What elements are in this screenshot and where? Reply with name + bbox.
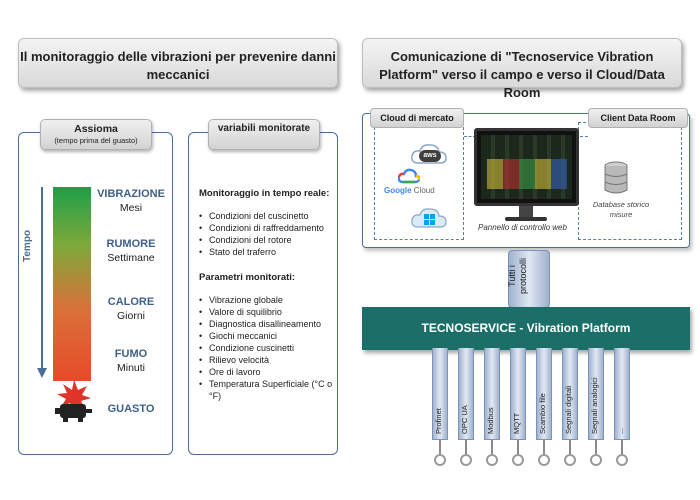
vibration-platform-bar: TECNOSERVICE - Vibration Platform <box>362 307 690 350</box>
protocol-modbus: Modbus <box>484 348 500 466</box>
cloud-market-tab: Cloud di mercato <box>370 108 464 128</box>
banner-right-text: Comunicazione di "Tecnoservice Vibration… <box>379 49 665 100</box>
protocol-profinet: Profinet <box>432 348 448 466</box>
stage-name: GUASTO <box>107 403 155 415</box>
axiom-subtitle: (tempo prima del guasto) <box>54 136 138 145</box>
monitor-stand-base <box>505 217 547 221</box>
realtime-heading: Monitoraggio in tempo reale: <box>199 188 330 199</box>
list-item: Ore di lavoro <box>199 366 339 378</box>
risk-gradient-bar <box>53 187 91 381</box>
monitor-stand <box>519 206 533 218</box>
protocol-label: OPC UA <box>460 405 469 434</box>
stage-name: VIBRAZIONE <box>97 188 165 200</box>
stage-name: RUMORE <box>106 238 156 250</box>
realtime-list: Condizioni del cuscinetto Condizioni di … <box>199 210 339 258</box>
dashed-connector <box>464 136 476 137</box>
aws-label: aws <box>419 150 441 162</box>
broken-motor-icon <box>55 380 92 422</box>
protocol-endpoint <box>486 454 498 466</box>
banner-platform-communication: Comunicazione di "Tecnoservice Vibration… <box>362 38 682 100</box>
stage-time: Minuti <box>116 362 145 374</box>
google-cloud-icon <box>398 168 420 184</box>
client-dataroom-tab: Client Data Room <box>588 108 688 128</box>
protocol-endpoint <box>590 454 602 466</box>
protocol-label: Segnali analogici <box>590 377 599 434</box>
list-item: Condizioni del cuscinetto <box>199 210 339 222</box>
protocol-file-exchange: Scambio file <box>536 348 552 466</box>
stage-heat: CALORE Giorni <box>95 296 167 322</box>
protocol-more: ... <box>614 348 630 466</box>
web-dashboard-monitor <box>474 128 579 206</box>
platform-label: TECNOSERVICE - Vibration Platform <box>421 321 631 335</box>
stage-name: FUMO <box>114 348 148 360</box>
protocol-endpoint <box>564 454 576 466</box>
list-item: Stato del traferro <box>199 246 339 258</box>
time-arrow-head <box>37 368 47 378</box>
banner-left-text: Il monitoraggio delle vibrazioni per pre… <box>20 49 336 82</box>
stage-name: CALORE <box>107 296 155 308</box>
azure-cloud-icon <box>411 208 447 228</box>
protocol-endpoint <box>434 454 446 466</box>
protocol-endpoint <box>512 454 524 466</box>
protocol-label: Segnali digitali <box>564 385 573 434</box>
protocol-digital-signals: Segnali digitali <box>562 348 578 466</box>
protocol-label: ... <box>616 427 625 434</box>
axiom-panel <box>18 132 173 455</box>
stage-time: Mesi <box>119 202 143 214</box>
list-item: Condizione cuscinetti <box>199 342 339 354</box>
time-arrow-line <box>41 187 43 370</box>
stage-noise: RUMORE Settimane <box>95 238 167 264</box>
protocol-opcua: OPC UA <box>458 348 474 466</box>
stage-failure: GUASTO <box>95 403 167 415</box>
list-item: Condizioni di raffreddamento <box>199 222 339 234</box>
list-item: Condizioni del rotore <box>199 234 339 246</box>
dashed-connector <box>580 136 588 137</box>
params-heading: Parametri monitorati: <box>199 272 296 283</box>
time-axis-label: Tempo <box>22 229 33 262</box>
protocol-label: Scambio file <box>538 393 547 434</box>
list-item: Vibrazione globale <box>199 294 339 306</box>
gcloud-suffix: Cloud <box>411 186 435 195</box>
cloud-datarooms-box <box>362 113 690 248</box>
stage-time: Giorni <box>116 310 145 322</box>
list-item: Rilievo velocità <box>199 354 339 366</box>
list-item: Giochi meccanici <box>199 330 339 342</box>
banner-vibration-monitoring: Il monitoraggio delle vibrazioni per pre… <box>18 38 338 88</box>
axiom-tab: Assioma (tempo prima del guasto) <box>40 119 152 150</box>
stage-smoke: FUMO Minuti <box>95 348 167 374</box>
protocol-label: MQTT <box>512 412 521 434</box>
stage-vibration: VIBRAZIONE Mesi <box>95 188 167 214</box>
protocol-endpoint <box>538 454 550 466</box>
variables-title: variabili monitorate <box>217 123 311 134</box>
all-protocols-label: Tutti i protocolli <box>507 257 528 295</box>
protocol-endpoint <box>616 454 628 466</box>
params-list: Vibrazione globale Valore di squilibrio … <box>199 294 339 402</box>
google-cloud-label: Google Cloud <box>384 186 435 195</box>
protocol-mqtt: MQTT <box>510 348 526 466</box>
variables-tab: variabili monitorate <box>208 119 320 150</box>
list-item: Valore di squilibrio <box>199 306 339 318</box>
database-icon <box>604 161 628 194</box>
axiom-title: Assioma <box>74 123 118 135</box>
protocol-label: Modbus <box>486 407 495 434</box>
list-item: Diagnostica disallineamento <box>199 318 339 330</box>
protocol-analog-signals: Segnali analogici <box>588 348 604 466</box>
gcloud-prefix: Google <box>384 186 412 195</box>
variables-content: Monitoraggio in tempo reale: Condizioni … <box>199 188 339 402</box>
protocol-label: Profinet <box>434 408 443 434</box>
client-dataroom-dashed-area <box>578 122 682 240</box>
dashboard-screen <box>481 135 572 199</box>
stage-time: Settimane <box>107 252 155 264</box>
protocol-endpoint <box>460 454 472 466</box>
monitor-label: Pannello di controllo web <box>478 223 567 232</box>
list-item: Temperatura Superficiale (°C o °F) <box>199 378 339 402</box>
database-label: Database storico misure <box>592 200 650 219</box>
